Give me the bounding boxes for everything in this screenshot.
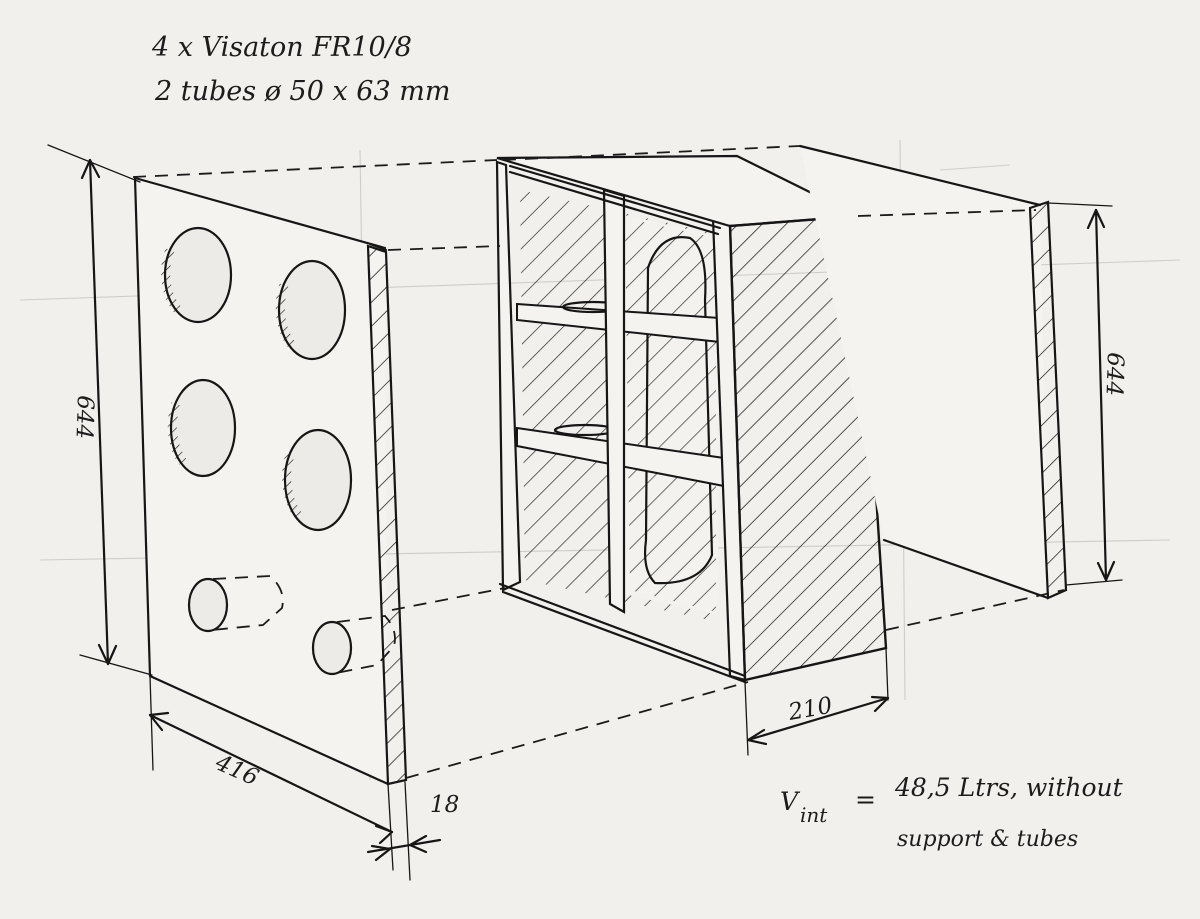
volume-subscript: int — [800, 803, 828, 827]
front-height-dimension: 644 — [47, 144, 153, 676]
volume-equals: = — [855, 785, 876, 814]
front-height-label: 644 — [70, 395, 98, 440]
port-tube — [187, 575, 284, 633]
driver-hole — [161, 226, 233, 324]
driver-hole — [282, 428, 353, 532]
front-baffle-edge — [366, 244, 408, 786]
assembly-projection-lines — [132, 145, 1065, 779]
volume-symbol: V — [780, 787, 801, 816]
port-tube — [311, 615, 396, 676]
volume-qualifier: support & tubes — [897, 827, 1078, 852]
volume-value: 48,5 Ltrs, without — [894, 773, 1124, 802]
driver-hole — [167, 378, 237, 478]
driver-hole — [275, 259, 347, 361]
front-baffle — [133, 176, 408, 786]
depth-label: 210 — [786, 693, 835, 726]
drivers-note: 4 x Visaton FR10/8 — [151, 32, 412, 63]
thickness-label: 18 — [430, 792, 459, 818]
back-panel — [798, 144, 1068, 600]
thickness-dimension: 18 — [366, 781, 459, 881]
tubes-note: 2 tubes ø 50 x 63 mm — [154, 76, 450, 107]
back-panel-edge — [1028, 200, 1068, 600]
front-width-label: 416 — [211, 749, 263, 791]
back-height-dimension: 644 — [1047, 202, 1128, 586]
internal-volume-note: V int = 48,5 Ltrs, without support & tub… — [780, 773, 1124, 852]
back-height-label: 644 — [1100, 352, 1128, 397]
